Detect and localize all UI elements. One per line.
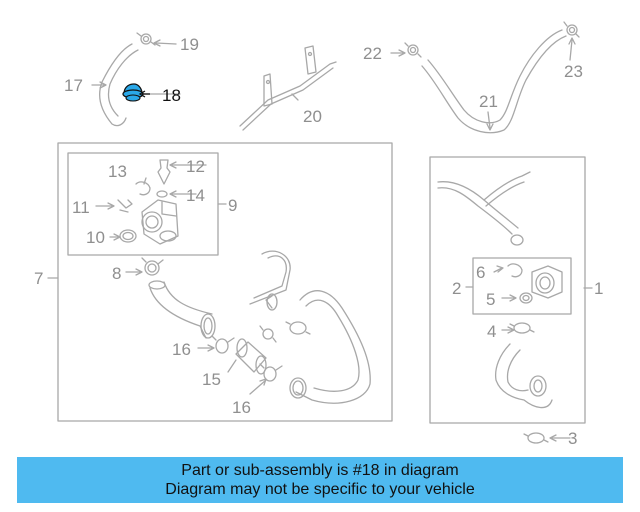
- clamp-7-b: [285, 321, 311, 335]
- hose-21: [421, 29, 567, 134]
- bracket-20: [239, 45, 337, 131]
- clamp-16-right: [259, 363, 283, 382]
- callout-3: 3: [568, 429, 577, 448]
- assembly-1-frame: [429, 156, 586, 424]
- callout-9: 9: [228, 196, 237, 215]
- callout-21: 21: [479, 92, 498, 111]
- callout-20: 20: [303, 107, 322, 126]
- callout-8: 8: [112, 264, 121, 283]
- info-banner: Part or sub-assembly is #18 in diagram D…: [17, 457, 623, 503]
- callout-16-right: 16: [232, 398, 251, 417]
- banner-line-1: Part or sub-assembly is #18 in diagram: [181, 462, 459, 479]
- assembly-7-frame: [57, 142, 393, 422]
- hose-1-upper: [437, 171, 531, 246]
- clamp-7-a: [259, 325, 277, 343]
- clamp-22: [404, 42, 422, 58]
- subassembly-2-frame: [472, 257, 572, 315]
- callout-13: 13: [108, 162, 127, 181]
- callout-10: 10: [86, 228, 105, 247]
- callout-11: 11: [72, 198, 90, 217]
- housing-2: [531, 265, 563, 299]
- banner-line-2: Diagram may not be specific to your vehi…: [165, 481, 475, 498]
- clamp-3: [523, 432, 549, 444]
- clip-6: [507, 263, 523, 278]
- clamp-8: [141, 257, 164, 276]
- callout-22: 22: [363, 44, 382, 63]
- clamp-23: [563, 21, 580, 38]
- hose-7-lower: [289, 290, 371, 404]
- callout-1: 1: [594, 279, 603, 298]
- part-18-highlighted[interactable]: [122, 83, 150, 102]
- clamp-16-left: [211, 335, 235, 354]
- callout-15: 15: [202, 370, 221, 389]
- callout-2: 2: [452, 279, 461, 298]
- callout-23: 23: [564, 62, 583, 81]
- clamp-4: [509, 322, 535, 334]
- sensor-12: [157, 159, 171, 185]
- pipe-15: [235, 338, 267, 375]
- oring-5: [519, 292, 533, 304]
- clamp-19: [136, 32, 156, 46]
- callout-5: 5: [486, 290, 495, 309]
- callout-14: 14: [186, 186, 205, 205]
- callout-7: 7: [34, 269, 43, 288]
- callout-16-left: 16: [172, 340, 191, 359]
- callout-17: 17: [64, 76, 83, 95]
- callout-6: 6: [476, 263, 485, 282]
- oring-14: [156, 190, 168, 198]
- callout-12: 12: [186, 157, 205, 176]
- oring-10: [119, 229, 137, 243]
- clip-11: [117, 199, 133, 213]
- callout-19: 19: [180, 35, 199, 54]
- hose-7-upper: [148, 280, 216, 339]
- callout-4: 4: [487, 322, 496, 341]
- thermostat-housing: [141, 199, 179, 245]
- tube-7: [249, 250, 291, 311]
- parts-diagram: 19 17 18 20 22 21 23 13 12 14 9 11 10 7 …: [34, 21, 603, 448]
- clip-13: [135, 181, 151, 196]
- hose-17: [98, 43, 139, 127]
- hose-1-lower: [494, 343, 553, 409]
- callout-18: 18: [162, 86, 181, 105]
